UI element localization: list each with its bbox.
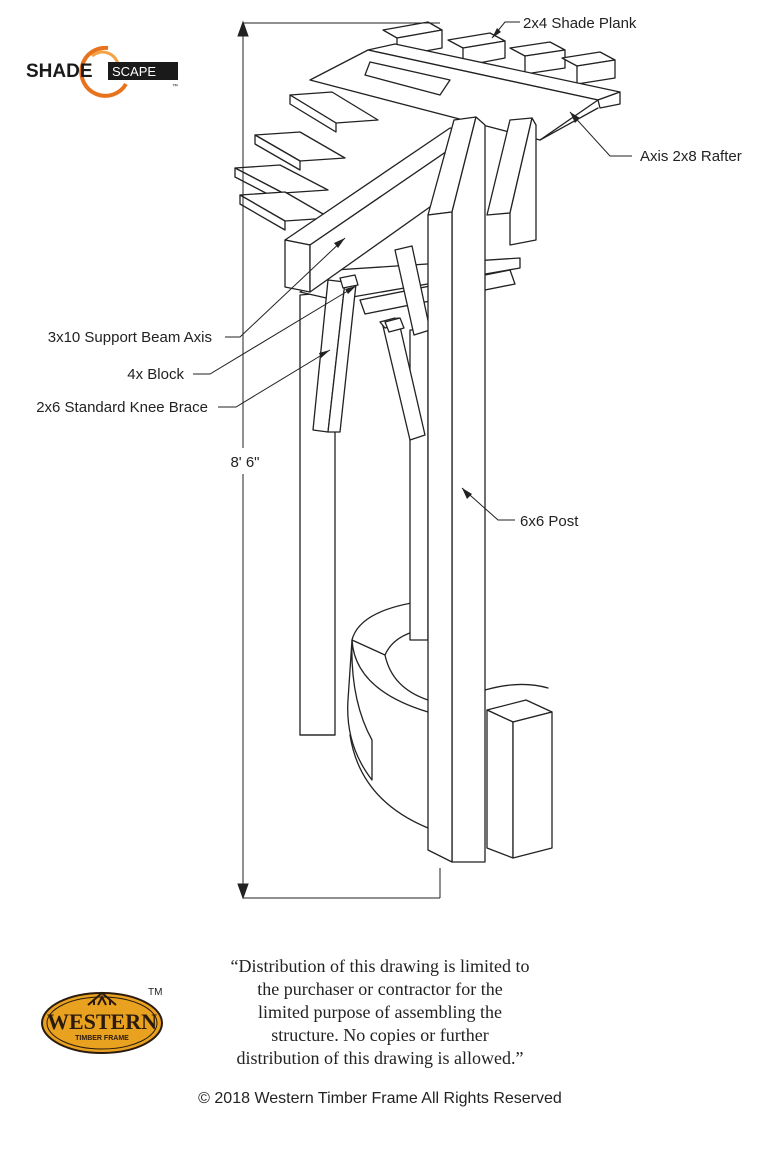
notice-line: structure. No copies or further [271, 1025, 489, 1045]
notice-line: the purchaser or contractor for the [257, 979, 503, 999]
distribution-notice: “Distribution of this drawing is limited… [200, 955, 560, 1070]
shadescape-logo-right-word: SCAPE [112, 64, 156, 79]
block-label: 4x Block [127, 366, 184, 383]
shade-planks-left [234, 91, 379, 231]
shadescape-logo-left-word: SHADE [26, 61, 93, 82]
post-label: 6x6 Post [520, 513, 579, 530]
height-dimension-label: 8' 6" [230, 454, 259, 471]
notice-line: limited purpose of assembling the [258, 1002, 502, 1022]
copyright-text: © 2018 Western Timber Frame All Rights R… [198, 1090, 562, 1107]
back-middle-post [409, 329, 429, 641]
callout-arrowheads [319, 28, 580, 499]
shade-plank-label: 2x4 Shade Plank [523, 15, 637, 32]
support-beam [284, 127, 476, 293]
seat-block [486, 699, 553, 859]
beam-blocks [339, 274, 405, 333]
western-logo-sub: TIMBER FRAME [75, 1035, 129, 1042]
western-logo-tm: TM [148, 987, 162, 998]
support-beam-label: 3x10 Support Beam Axis [48, 329, 212, 346]
notice-line: “Distribution of this drawing is limited… [230, 956, 530, 976]
front-post [427, 116, 537, 863]
western-logo-main: WESTERN [47, 1009, 157, 1034]
knee-brace-label: 2x6 Standard Knee Brace [36, 399, 208, 416]
knee-braces [312, 245, 431, 441]
shadescape-tm: ™ [172, 83, 178, 90]
rafter-label: Axis 2x8 Rafter [640, 148, 742, 165]
shadescape-swoosh-icon [79, 45, 128, 98]
western-timber-frame-logo: WESTERN TIMBER FRAME TM [41, 987, 163, 1054]
timber-frame-roof-icon [87, 991, 117, 1006]
notice-line: distribution of this drawing is allowed.… [236, 1048, 524, 1068]
shadescape-logo: SHADE SCAPE ™ [26, 45, 178, 98]
axis-rafter [309, 43, 621, 141]
